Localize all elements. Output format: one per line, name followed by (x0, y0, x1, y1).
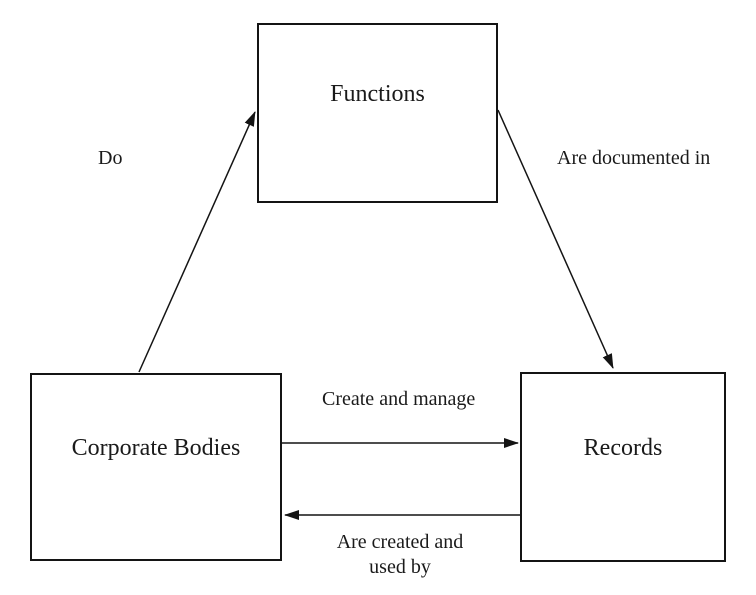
edge-label-are-documented-in: Are documented in (557, 147, 711, 169)
edge-do-arrow (138, 111, 256, 373)
node-functions: Functions (257, 23, 498, 203)
node-functions-label: Functions (330, 80, 425, 107)
node-records-label: Records (583, 434, 663, 461)
edge-label-are-created-and-used-by: Are created and used by (336, 531, 464, 578)
node-corporate-bodies: Corporate Bodies (30, 373, 282, 561)
node-corporate-bodies-label: Corporate Bodies (71, 434, 241, 461)
edge-label-create-and-manage: Create and manage (322, 388, 476, 410)
node-records: Records (520, 372, 726, 562)
edge-label-do: Do (98, 147, 123, 169)
